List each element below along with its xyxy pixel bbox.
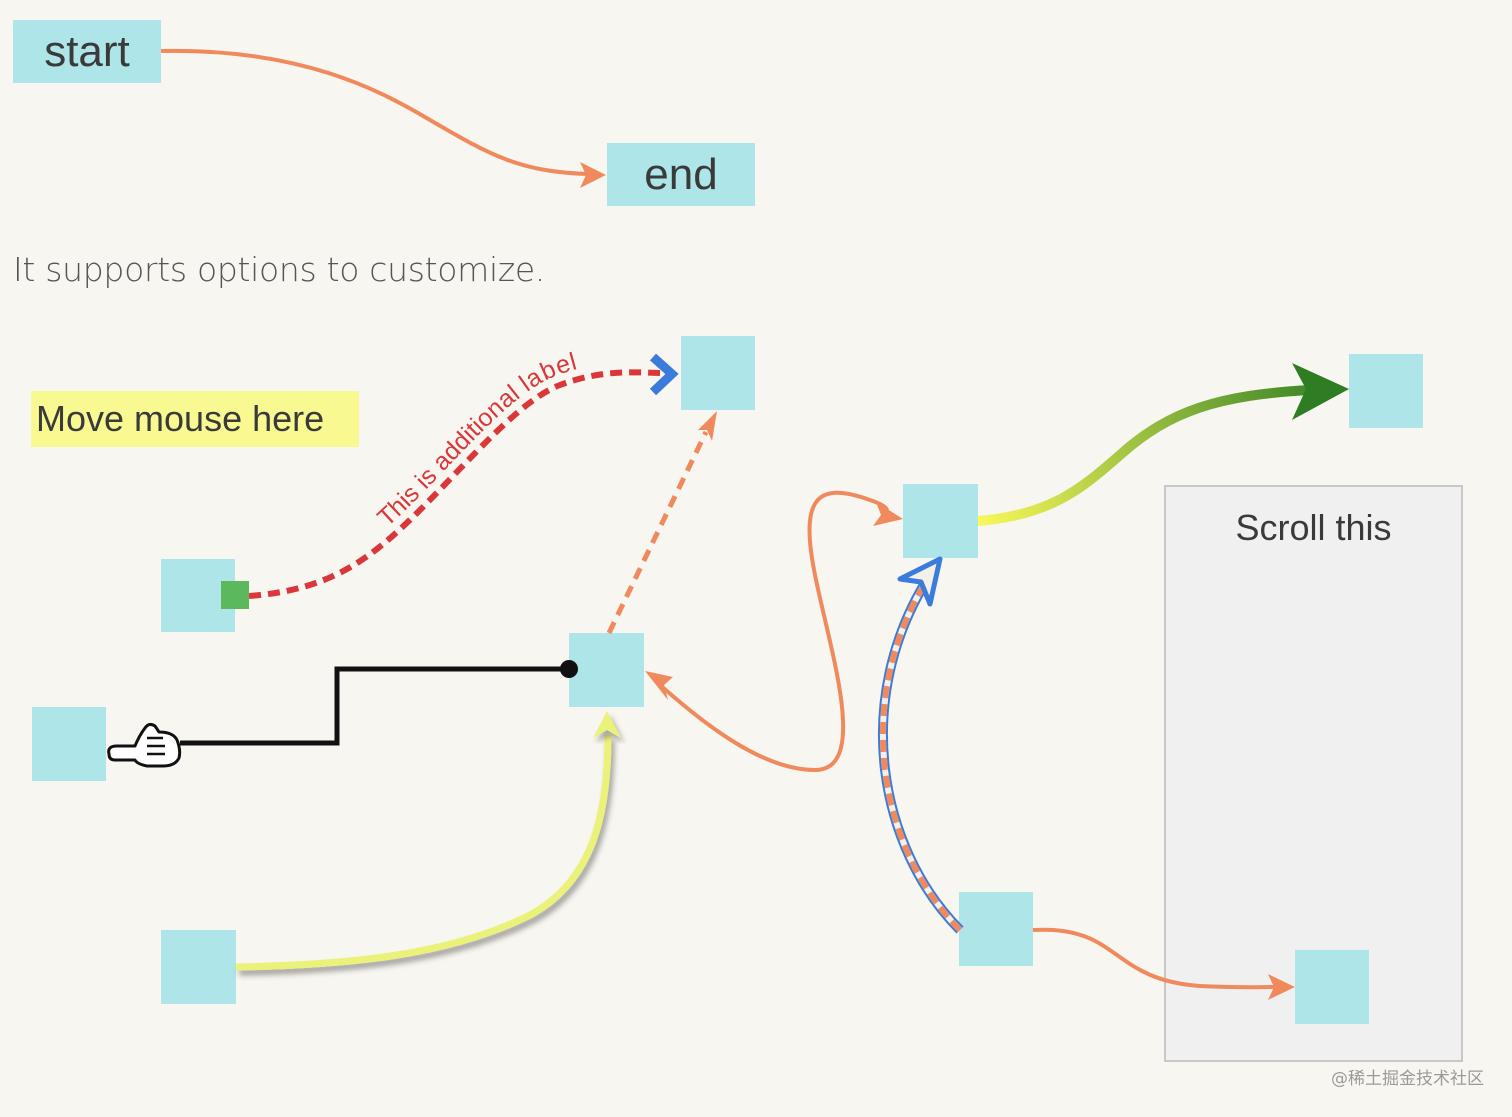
line-yellow-shadow <box>235 734 612 971</box>
node-bottom-left[interactable] <box>161 930 236 1004</box>
start-node-label: start <box>44 26 130 76</box>
end-node[interactable]: end <box>607 143 755 206</box>
path-label-span: This is additional label <box>372 348 579 532</box>
node-bottom-middle[interactable] <box>959 892 1033 966</box>
line-start-end <box>160 48 589 176</box>
line-outlined-arc-dash <box>880 573 963 933</box>
arrow-head-outlined-blue <box>897 556 943 607</box>
node-label-source[interactable] <box>161 559 235 632</box>
arrow-head-blue-chevron <box>649 353 679 396</box>
hover-target-label: Move mouse here <box>36 398 325 439</box>
arrow-head-end <box>580 162 606 188</box>
scroll-panel-title: Scroll this <box>1235 507 1392 548</box>
node-middle[interactable] <box>903 484 978 558</box>
line-outlined-arc-outer <box>878 572 964 934</box>
end-node-label: end <box>644 149 718 199</box>
start-node[interactable]: start <box>13 20 161 83</box>
node-hand-source[interactable] <box>32 707 106 781</box>
node-in-scroll-panel[interactable] <box>1295 950 1369 1024</box>
node-label-target[interactable] <box>681 336 755 410</box>
arrow-head-orange-right <box>873 502 903 526</box>
arrow-head-dashed-orange <box>698 411 717 441</box>
arrow-head-yellow <box>593 711 621 738</box>
node-center[interactable] <box>569 633 644 707</box>
line-grid-black <box>180 666 568 746</box>
hand-pointer-icon <box>107 722 182 768</box>
watermark: @稀土掘金技术社区 <box>1331 1069 1484 1089</box>
node-top-right[interactable] <box>1349 354 1423 428</box>
line-label-text: This is additional label <box>372 348 579 532</box>
caption-text: It supports options to customize. <box>13 250 546 289</box>
hover-target[interactable]: Move mouse here <box>31 391 359 447</box>
line-outlined-arc-inner <box>880 573 963 933</box>
line-dashed-orange <box>606 430 709 635</box>
arrow-head-green <box>1292 363 1349 420</box>
arrow-head-orange-left <box>645 671 673 700</box>
line-orange-s-curve <box>658 490 889 773</box>
